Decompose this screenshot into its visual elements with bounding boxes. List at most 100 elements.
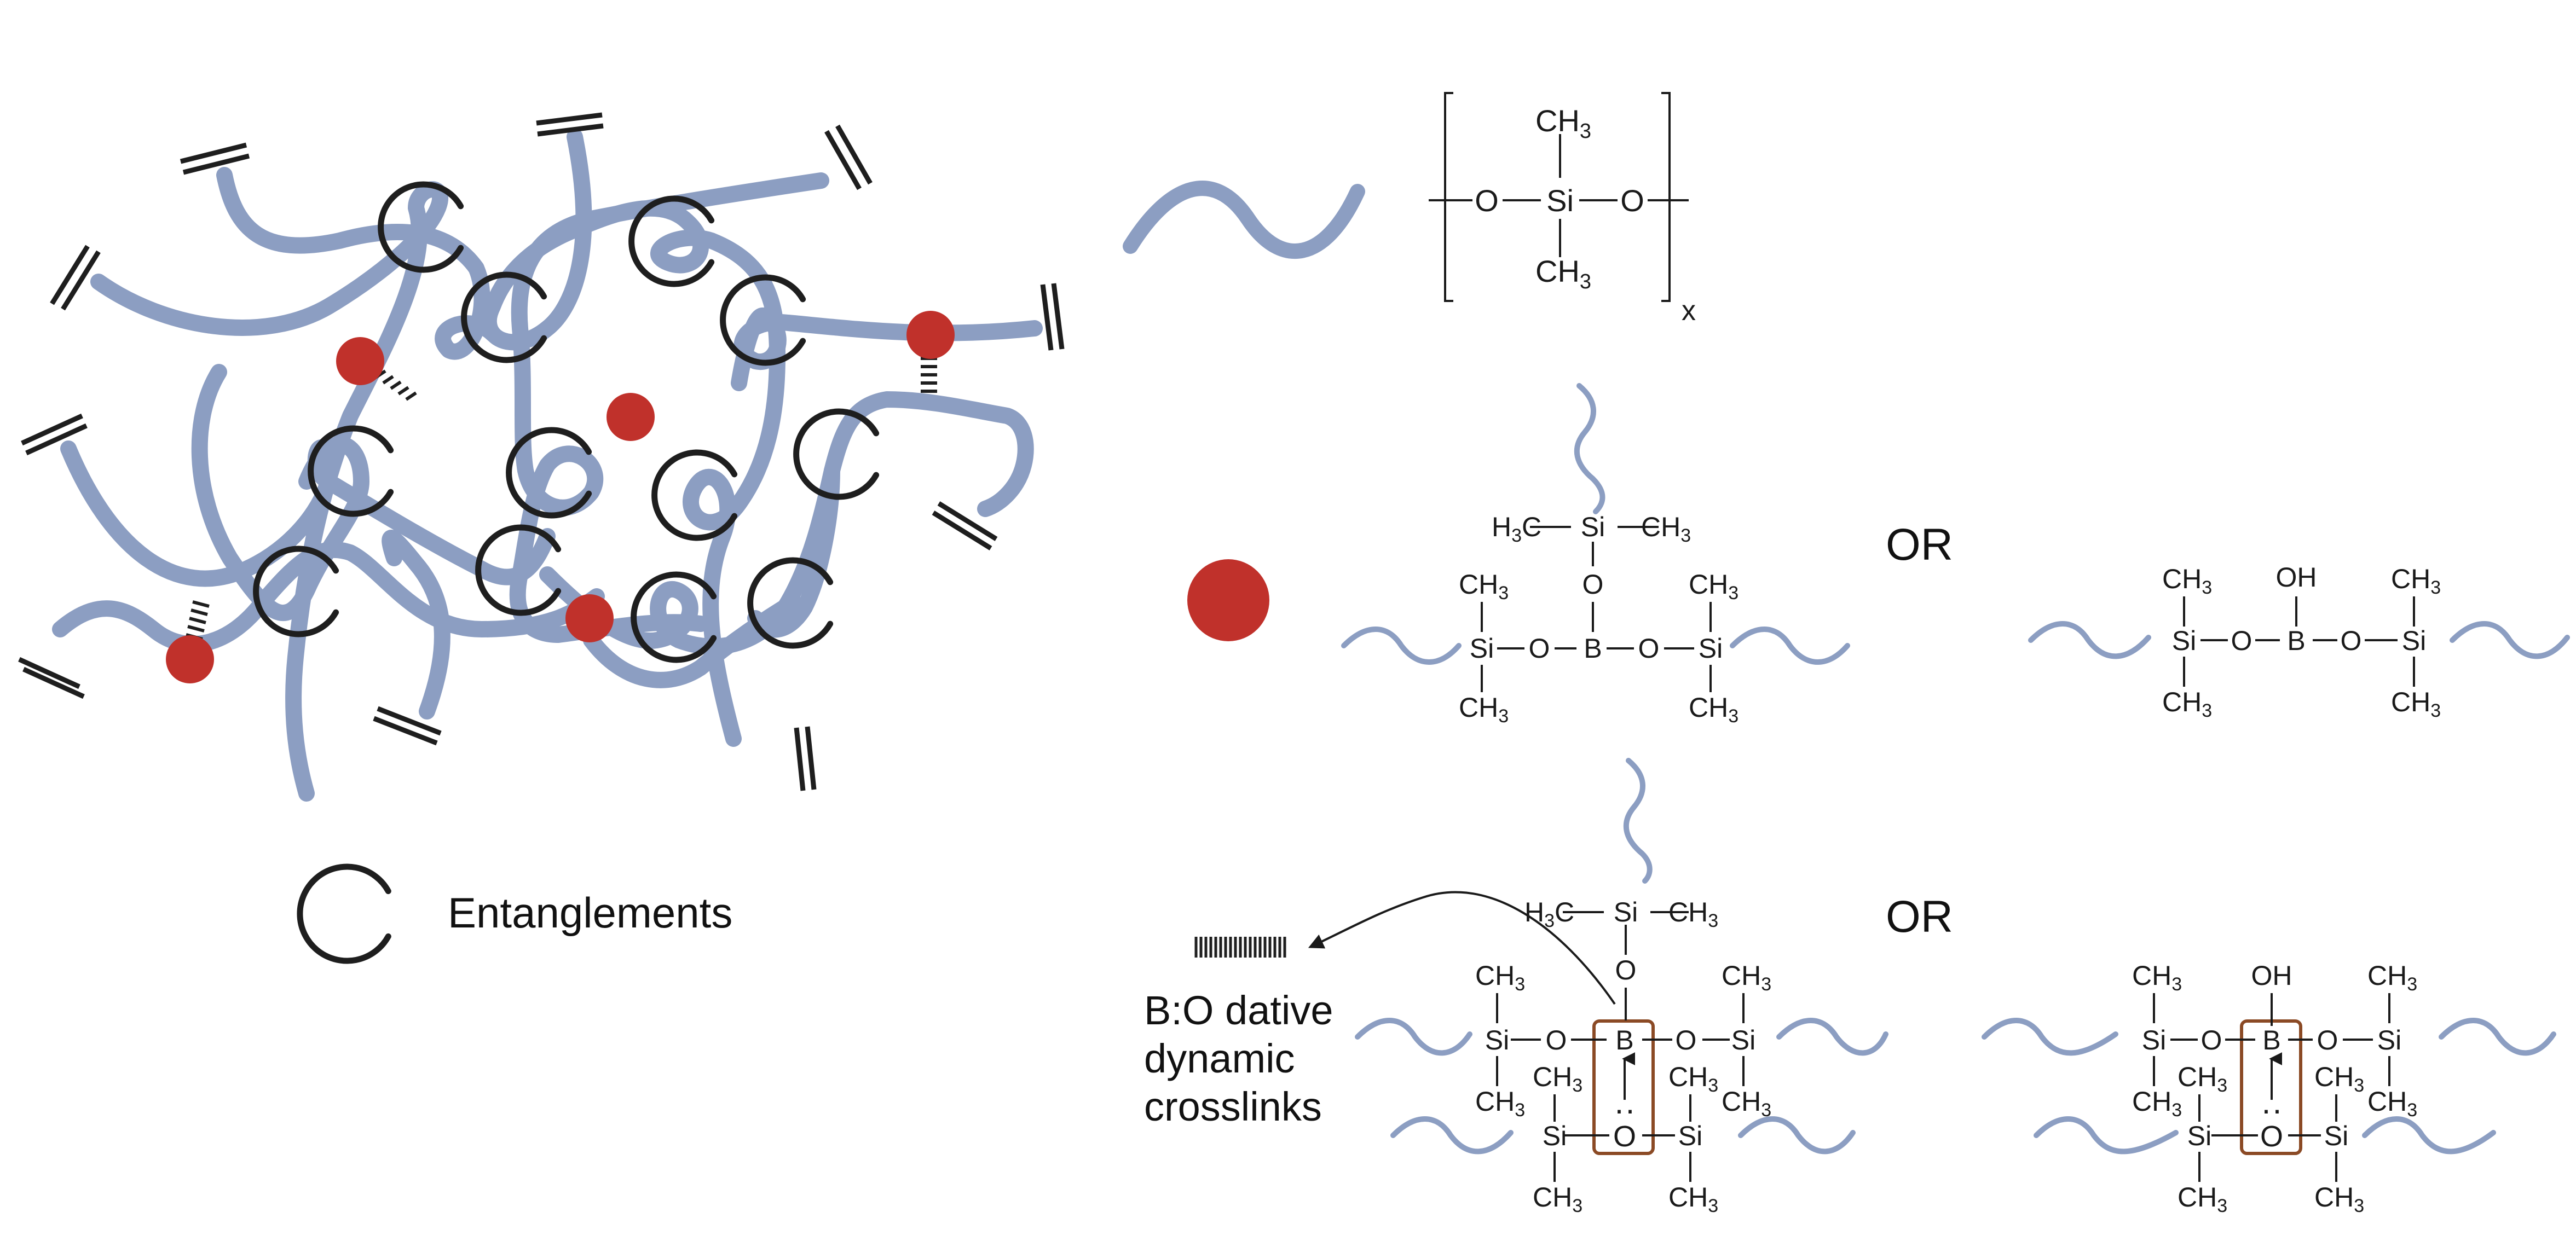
methyl-label: CH3 <box>2367 960 2417 995</box>
methyl-label: CH3 <box>2391 687 2441 721</box>
atom-label: Si <box>2187 1121 2211 1151</box>
methyl-label: CH3 <box>1535 103 1591 143</box>
polymer-chains <box>52 129 1043 802</box>
dative-hydroxyl-complex-structure: CH3 Si CH3 O OH B O Si CH3 CH3 CH3 CH3 S… <box>1982 960 2556 1216</box>
methyl-label: H3C <box>1524 897 1574 931</box>
chain-end-mark <box>1040 283 1065 351</box>
entanglements-label: Entanglements <box>448 889 732 937</box>
entanglement-ring-icon <box>720 274 806 366</box>
methyl-label: CH3 <box>1475 1086 1525 1121</box>
crosslink-node <box>336 337 384 385</box>
polymer-chain <box>216 167 501 360</box>
crosslink-node <box>166 635 214 683</box>
methyl-label: CH3 <box>1689 569 1738 604</box>
atom-label: Si <box>1470 633 1494 664</box>
chain-end-mark <box>824 124 873 190</box>
methyl-label: CH3 <box>2314 1182 2364 1216</box>
methyl-label: CH3 <box>1722 1086 1771 1121</box>
atom-label: Si <box>1543 1121 1567 1151</box>
atom-label: O <box>2201 1025 2222 1055</box>
pointer-arrow <box>1308 891 1616 1005</box>
chain-end-marks <box>18 112 1065 791</box>
pdms-repeat-unit: O Si O CH3 CH3 x <box>1123 92 1696 327</box>
methyl-label: CH3 <box>2132 1086 2182 1121</box>
pdms-chain-symbol <box>1123 181 1365 259</box>
atom-label: Si <box>2172 625 2196 656</box>
dative-hatch <box>921 357 937 393</box>
atom-label: O <box>1620 183 1644 218</box>
entanglement-rings <box>253 181 880 663</box>
atom-label: Si <box>2402 625 2426 656</box>
borate-hydroxyl-structure: CH3 Si CH3 O OH B O Si CH3 CH3 <box>2028 562 2570 721</box>
chain-end-mark <box>21 413 88 456</box>
methyl-label: CH3 <box>1535 254 1591 293</box>
entanglement-ring-icon <box>461 271 547 363</box>
methyl-label: CH3 <box>2132 960 2182 995</box>
atom-label: O <box>1582 569 1604 600</box>
dative-hatch <box>374 369 417 401</box>
chain-end-mark <box>373 706 442 746</box>
entanglement-ring-icon <box>628 195 715 287</box>
methyl-label: CH3 <box>2367 1086 2417 1121</box>
methyl-label: CH3 <box>1641 512 1691 546</box>
dative-label-line2: dynamic <box>1144 1036 1295 1081</box>
dative-complex-structure: H3C Si CH3 O Si O B O Si CH3 CH3 CH3 CH3… <box>1355 758 1888 1216</box>
polymer-chain <box>191 364 369 621</box>
atom-label: Si <box>1546 183 1574 218</box>
polymer-network <box>18 112 1065 802</box>
atom-label: B <box>1615 1025 1633 1055</box>
entanglement-legend: Entanglements <box>297 863 732 964</box>
methyl-label: CH3 <box>2314 1062 2364 1096</box>
entanglement-ring-icon <box>631 571 717 663</box>
atom-label: Si <box>1614 897 1638 927</box>
atom-label: O <box>1676 1025 1697 1055</box>
atom-label: Si <box>1581 512 1605 542</box>
methyl-label: CH3 <box>2162 564 2212 598</box>
polymer-chain <box>539 391 1034 655</box>
atom-label: O <box>2260 1120 2283 1153</box>
methyl-label: CH3 <box>1459 569 1509 604</box>
methyl-label: CH3 <box>1668 1182 1718 1216</box>
hydroxyl-label: OH <box>2251 960 2292 991</box>
atom-label: Si <box>1485 1025 1509 1055</box>
entanglement-ring-icon <box>378 181 464 273</box>
entanglement-ring-icon <box>308 425 394 517</box>
methyl-label: CH3 <box>1668 897 1718 931</box>
polymer-chain <box>382 530 450 720</box>
crosslink-node-legend <box>1187 559 1269 641</box>
atom-label: Si <box>1699 633 1723 664</box>
hydroxyl-label: OH <box>2276 562 2317 593</box>
dative-crosslink-legend: B:O dative dynamic crosslinks <box>1144 891 1616 1129</box>
atom-label: O <box>1475 183 1499 218</box>
methyl-label: CH3 <box>1459 692 1509 727</box>
entanglement-ring-icon <box>506 427 592 519</box>
chain-end-mark <box>794 726 817 791</box>
atom-label: O <box>1615 955 1637 985</box>
atom-label: Si <box>2324 1121 2348 1151</box>
atom-label: O <box>1546 1025 1567 1055</box>
crosslink-nodes <box>166 311 955 683</box>
dative-highlight-box <box>1592 1019 1655 1155</box>
dative-hatch <box>186 600 210 641</box>
or-label: OR <box>1886 520 1953 570</box>
chain-end-mark <box>180 142 250 175</box>
polymer-chain <box>481 129 785 747</box>
crosslink-node <box>565 594 614 642</box>
methyl-label: CH3 <box>2178 1062 2227 1096</box>
atom-label: B <box>2262 1025 2280 1055</box>
entanglement-ring-icon <box>747 557 834 649</box>
polymer-chain <box>747 462 840 638</box>
chain-end-mark <box>536 112 604 137</box>
dative-hatch-legend <box>1194 937 1286 958</box>
or-label: OR <box>1886 892 1953 942</box>
atom-label: O <box>1613 1120 1636 1153</box>
entanglement-ring-icon <box>475 524 562 616</box>
methyl-label: CH3 <box>1689 692 1738 727</box>
entanglement-ring-icon <box>253 546 339 637</box>
methyl-label: H3C <box>1492 512 1541 546</box>
atom-label: O <box>1638 633 1660 664</box>
methyl-label: CH3 <box>1722 960 1771 995</box>
atom-label: B <box>2287 625 2305 656</box>
atom-label: Si <box>2142 1025 2166 1055</box>
methyl-label: CH3 <box>1533 1062 1582 1096</box>
